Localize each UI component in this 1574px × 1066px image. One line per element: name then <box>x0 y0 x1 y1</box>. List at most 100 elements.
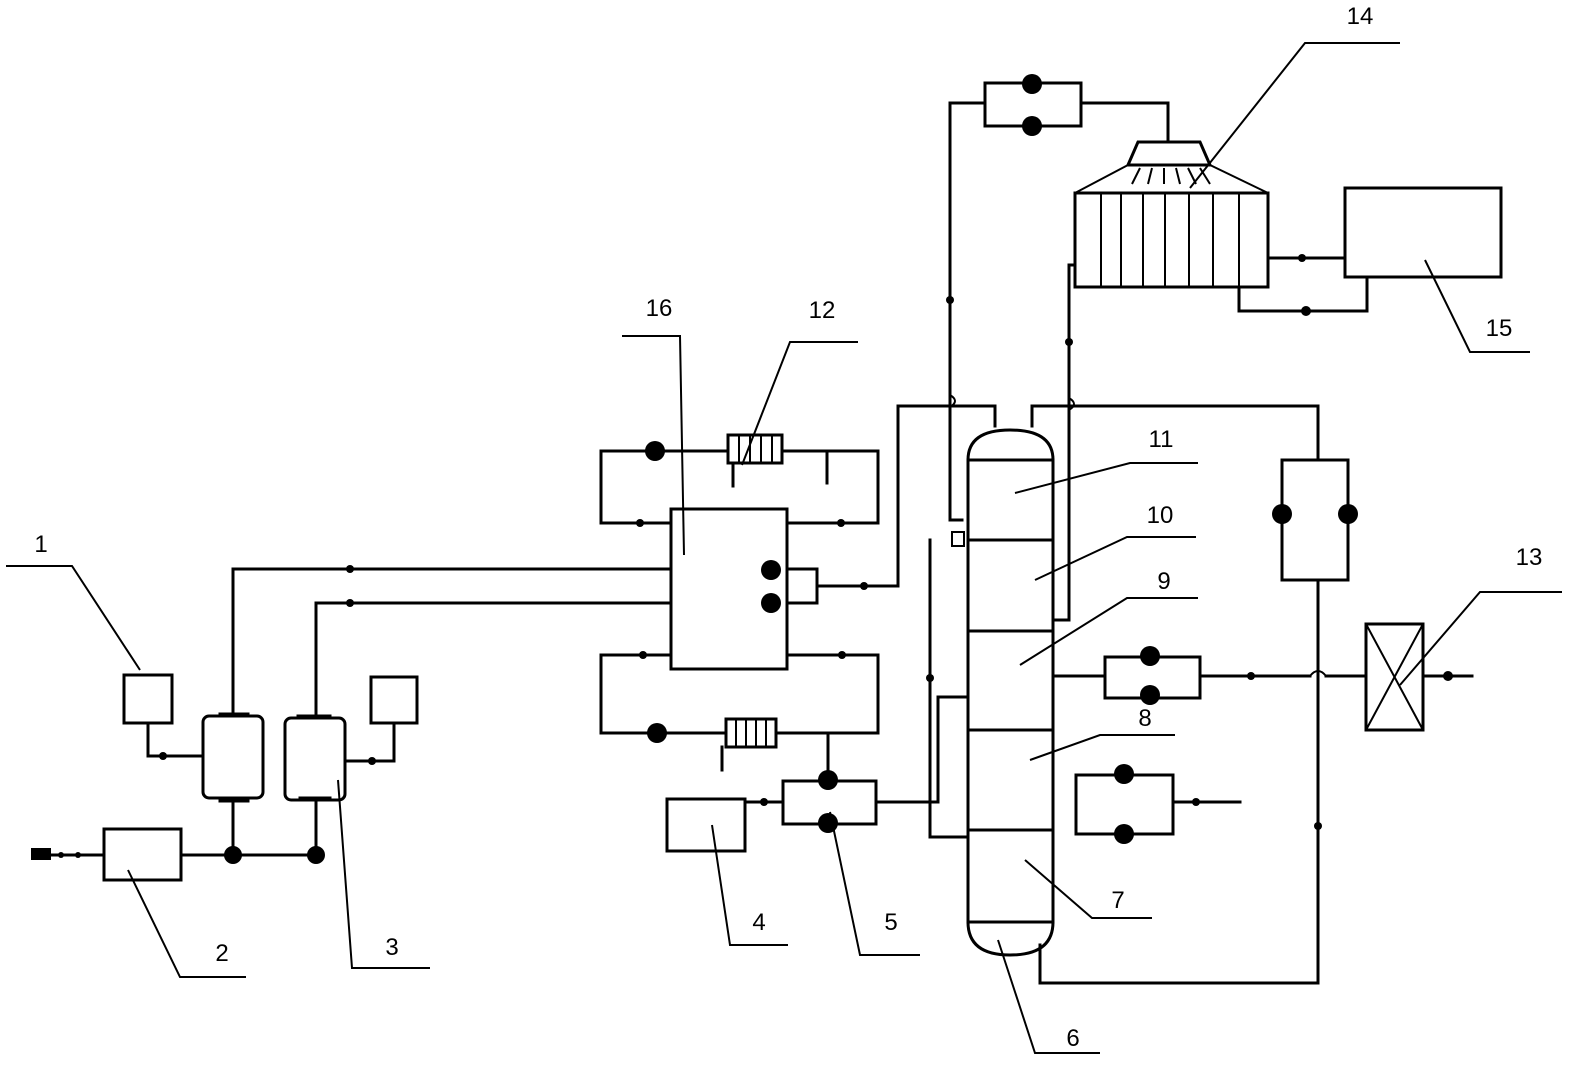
label-9: 9 <box>1157 568 1170 595</box>
leader-line-12 <box>741 341 858 466</box>
label-6: 6 <box>1066 1025 1079 1052</box>
pipe-bottom-return <box>1038 578 1320 985</box>
pipe-node <box>1247 672 1255 680</box>
condenser-vanes <box>1131 167 1211 185</box>
lower-heat-exchanger <box>724 717 778 749</box>
leader-line-1 <box>6 565 141 671</box>
label-15: 15 <box>1486 315 1513 342</box>
pipe-node <box>1065 338 1073 346</box>
pipe-node <box>58 852 64 858</box>
label-8: 8 <box>1138 705 1151 732</box>
unit-2-box <box>102 827 183 882</box>
reactor-outlet-pump <box>785 567 819 605</box>
leader-line-16 <box>622 335 685 556</box>
label-16: 16 <box>646 295 673 322</box>
leader-lines <box>6 42 1562 1054</box>
label-12: 12 <box>809 297 836 324</box>
condenser-hood <box>1125 140 1213 167</box>
unit-3-vessel <box>283 716 347 802</box>
pipe-node <box>636 519 644 527</box>
pump-icon <box>1022 116 1042 136</box>
valve-icon <box>645 441 665 461</box>
label-3: 3 <box>385 934 398 961</box>
pipe-crossover <box>949 394 956 408</box>
label-4: 4 <box>752 909 765 936</box>
unit-12-heat-exchanger <box>726 433 784 465</box>
pipe-node <box>1298 254 1306 262</box>
pump-icon <box>1022 74 1042 94</box>
right-pump-box <box>1280 458 1350 582</box>
column-section <box>926 404 1322 985</box>
reactor-section <box>599 404 997 772</box>
leader-line-2 <box>127 869 246 978</box>
pipe-unit1-to-vessel-a <box>146 721 205 758</box>
pipe-feed-3-to-16 <box>314 601 673 720</box>
pipe-aux-to-vessel-3 <box>343 721 396 763</box>
label-14: 14 <box>1347 3 1374 30</box>
pipe-node <box>838 651 846 659</box>
unit-6-column <box>966 428 1055 957</box>
labels: 1 2 3 4 5 6 7 8 9 10 11 12 13 14 15 16 <box>34 3 1542 1052</box>
pipe-node <box>346 599 354 607</box>
label-5: 5 <box>884 909 897 936</box>
pump-icon <box>818 813 838 833</box>
pump-icon <box>761 593 781 613</box>
pump-icon <box>1140 685 1160 705</box>
pipe-node <box>946 296 954 304</box>
valve-icon <box>647 723 667 743</box>
pipe-node <box>1443 671 1453 681</box>
leader-line-4 <box>711 824 788 946</box>
pump-icon <box>818 770 838 790</box>
leader-line-6 <box>997 939 1100 1054</box>
pump-icon <box>1140 646 1160 666</box>
unit-4-box <box>665 797 747 853</box>
pipe-column-side-left <box>928 538 970 839</box>
overhead-section <box>946 74 1503 622</box>
right-section <box>1051 458 1474 844</box>
pipe-node <box>1301 306 1311 316</box>
pipe-node <box>860 582 868 590</box>
pipe-node <box>75 852 81 858</box>
label-11: 11 <box>1149 426 1174 453</box>
condenser-hood-skirt <box>1074 164 1269 194</box>
leader-line-13 <box>1399 591 1562 686</box>
leader-line-11 <box>1014 462 1198 494</box>
pipe-condenser-to-column <box>1051 263 1077 622</box>
pipe-node <box>346 565 354 573</box>
leader-line-9 <box>1019 597 1198 666</box>
pipe-node <box>368 757 376 765</box>
pipe-to-condenser <box>1079 101 1170 142</box>
column-inlet-fitting <box>951 531 965 547</box>
leader-line-15 <box>1424 259 1530 353</box>
feed-section <box>31 565 673 882</box>
unit-1-box <box>122 673 174 725</box>
pump-icon <box>761 560 781 580</box>
pipe-node <box>837 519 845 527</box>
feed-vessel-a <box>201 714 265 800</box>
leader-line-5 <box>829 811 920 956</box>
pipe-5-to-column <box>874 695 970 804</box>
pipe-node <box>1314 822 1322 830</box>
pipe-overhead-return <box>948 101 987 522</box>
pump-icon <box>1338 504 1358 524</box>
pipe-column-top-out <box>1030 404 1320 462</box>
label-13: 13 <box>1516 544 1543 571</box>
inlet-nozzle <box>31 848 51 860</box>
pipe-node <box>159 752 167 760</box>
leader-line-8 <box>1029 734 1175 761</box>
pipe-crossover <box>1068 397 1075 411</box>
pipe-node <box>760 798 768 806</box>
leader-line-10 <box>1034 536 1196 581</box>
leader-line-3 <box>337 779 430 969</box>
pipe-reactor-to-column <box>815 404 997 588</box>
label-10: 10 <box>1147 502 1174 529</box>
pipe-node <box>639 651 647 659</box>
pipe-feed-a-to-16 <box>231 567 673 718</box>
pump-icon <box>1114 824 1134 844</box>
label-2: 2 <box>215 940 228 967</box>
leader-line-7 <box>1024 859 1152 919</box>
unit-15-box <box>1343 186 1503 279</box>
unit-14-condenser <box>1073 191 1270 289</box>
pipe-node <box>926 674 934 682</box>
